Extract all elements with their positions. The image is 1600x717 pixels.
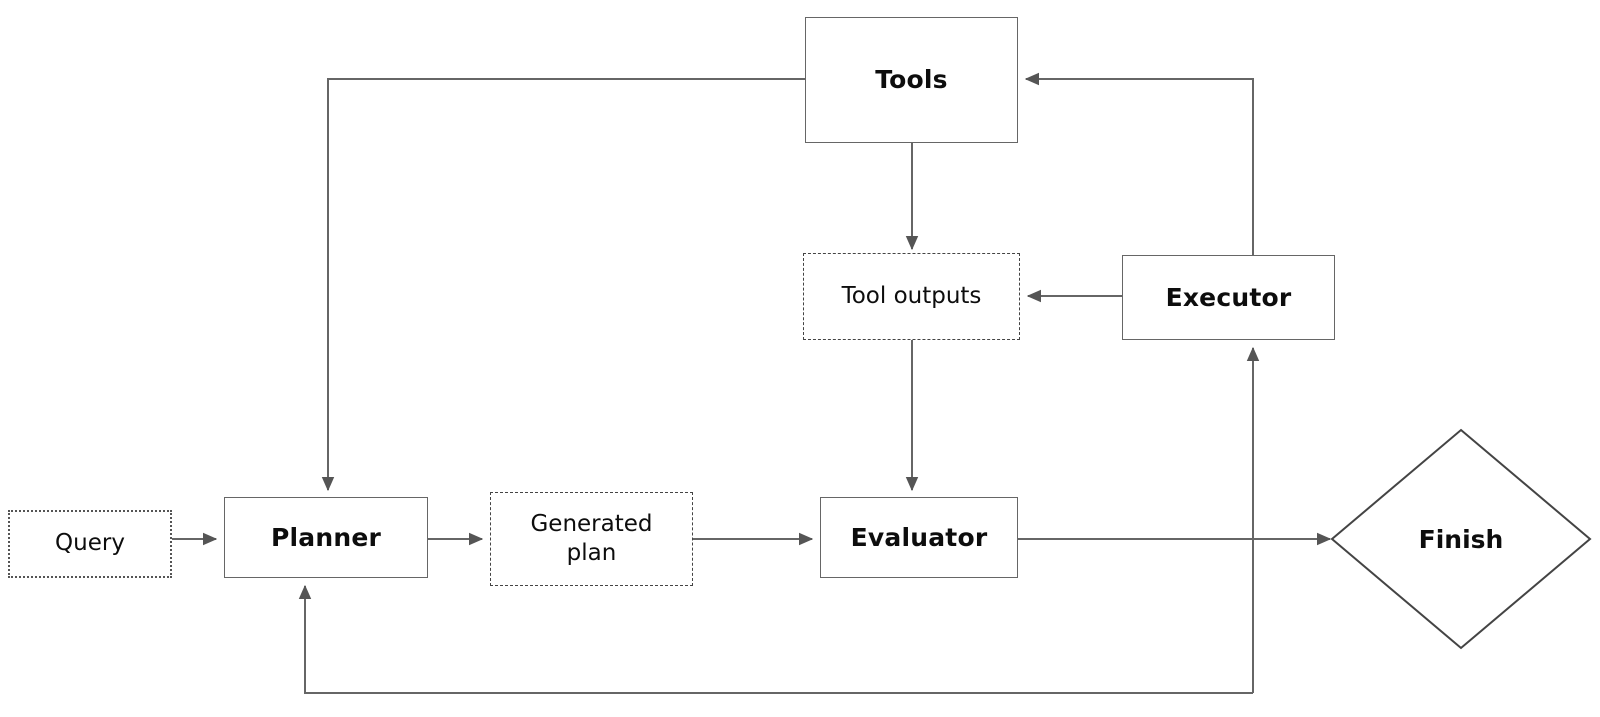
node-generated-plan[interactable]: Generated plan xyxy=(490,492,693,586)
edge-loop-to-planner xyxy=(298,584,1253,694)
node-generated-plan-label-line2: plan xyxy=(566,540,617,566)
edge-executor-to-tools xyxy=(1024,72,1254,255)
node-planner-label: Planner xyxy=(270,522,382,552)
node-planner[interactable]: Planner xyxy=(224,497,428,578)
node-finish[interactable]: Finish xyxy=(1330,428,1592,650)
node-executor[interactable]: Executor xyxy=(1122,255,1335,340)
node-evaluator-label: Evaluator xyxy=(850,522,988,552)
node-query[interactable]: Query xyxy=(8,510,172,578)
edge-tools-to-planner xyxy=(321,78,805,492)
node-generated-plan-label-line1: Generated xyxy=(530,510,653,537)
node-tools-label: Tools xyxy=(875,65,948,94)
node-query-label: Query xyxy=(55,530,125,557)
node-tools[interactable]: Tools xyxy=(805,17,1018,143)
node-evaluator[interactable]: Evaluator xyxy=(820,497,1018,578)
node-tool-outputs[interactable]: Tool outputs xyxy=(803,253,1020,340)
node-generated-plan-label: Generated plan xyxy=(491,510,692,569)
finish-diamond-shape xyxy=(1330,428,1592,650)
node-tool-outputs-label: Tool outputs xyxy=(841,282,982,309)
node-executor-label: Executor xyxy=(1165,282,1292,312)
